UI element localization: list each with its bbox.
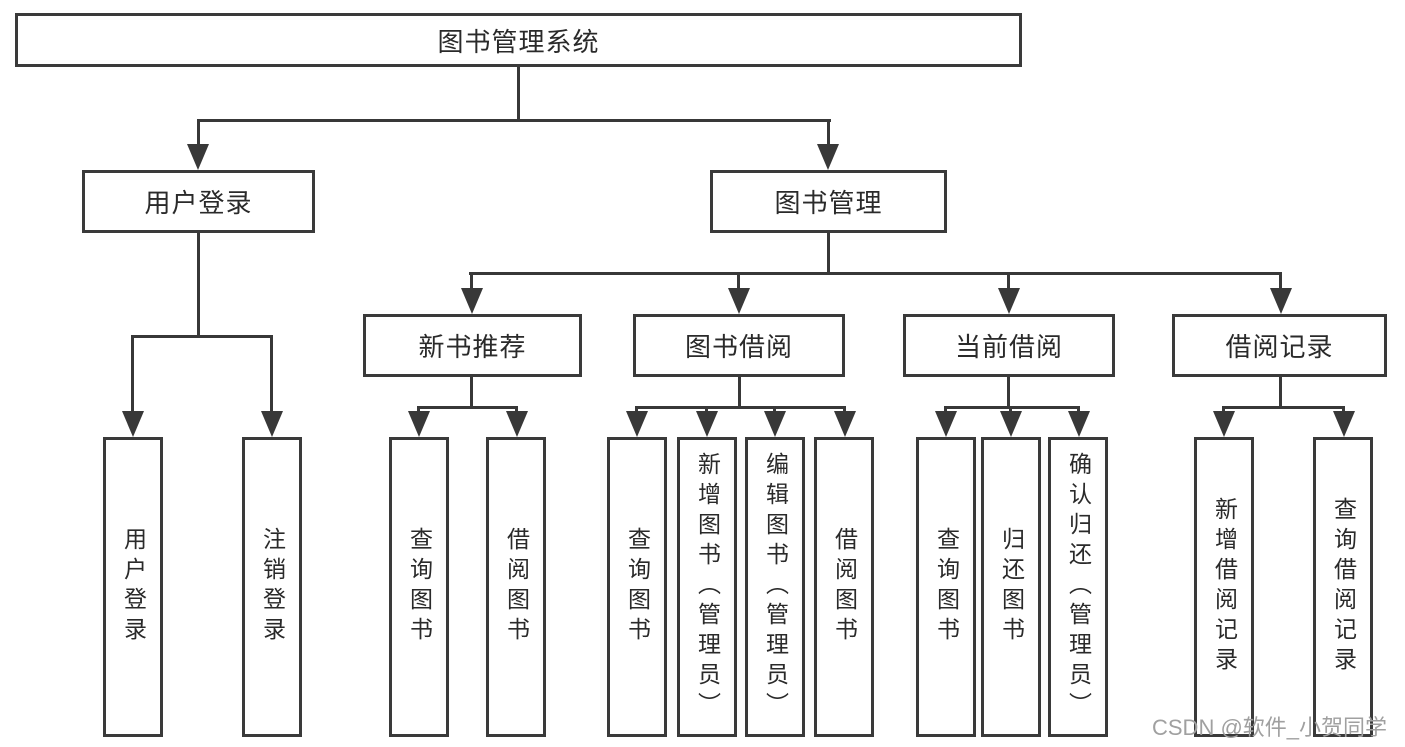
leaf-label: 确认归还（管理员） xyxy=(1065,452,1092,722)
arrow-down-icon xyxy=(187,144,209,170)
node-book-management: 图书管理 xyxy=(710,170,947,233)
arrow-down-icon xyxy=(935,411,957,437)
node-current-borrowing: 当前借阅 xyxy=(903,314,1115,377)
node-book-borrowing: 图书借阅 xyxy=(633,314,845,377)
connector-line xyxy=(1279,272,1282,292)
leaf-label: 用户登录 xyxy=(120,527,147,647)
node-new-book-recommendation: 新书推荐 xyxy=(363,314,582,377)
leaf-user-login: 用户登录 xyxy=(103,437,163,737)
leaf-label: 借阅图书 xyxy=(503,527,530,647)
node-label: 新书推荐 xyxy=(418,332,527,362)
leaf-label: 查询图书 xyxy=(933,527,960,647)
arrow-down-icon xyxy=(764,411,786,437)
leaf-borrowing-add-books-admin: 新增图书（管理员） xyxy=(677,437,737,737)
connector-line xyxy=(131,335,273,338)
arrow-down-icon xyxy=(817,144,839,170)
arrow-down-icon xyxy=(1270,288,1292,314)
arrow-down-icon xyxy=(408,411,430,437)
node-user-login: 用户登录 xyxy=(82,170,315,233)
arrow-down-icon xyxy=(506,411,528,437)
connector-line xyxy=(270,335,273,415)
arrow-down-icon xyxy=(696,411,718,437)
arrow-down-icon xyxy=(1000,411,1022,437)
connector-line xyxy=(197,119,831,122)
connector-line xyxy=(1279,377,1282,408)
connector-line xyxy=(131,335,134,415)
arrow-down-icon xyxy=(1213,411,1235,437)
arrow-down-icon xyxy=(1068,411,1090,437)
leaf-label: 归还图书 xyxy=(998,527,1025,647)
arrow-down-icon xyxy=(728,288,750,314)
csdn-watermark: CSDN @软件_小贺同学 xyxy=(1152,715,1388,740)
leaf-borrowing-edit-books-admin: 编辑图书（管理员） xyxy=(745,437,805,737)
leaf-label: 查询借阅记录 xyxy=(1330,497,1357,677)
node-label: 图书管理 xyxy=(774,188,883,218)
arrow-down-icon xyxy=(122,411,144,437)
arrow-down-icon xyxy=(261,411,283,437)
connector-line xyxy=(944,406,1080,409)
connector-line xyxy=(517,67,520,120)
connector-line xyxy=(470,377,473,408)
leaf-logout: 注销登录 xyxy=(242,437,302,737)
leaf-label: 查询图书 xyxy=(406,527,433,647)
connector-line xyxy=(737,272,740,292)
node-label: 图书管理系统 xyxy=(437,26,600,57)
connector-line xyxy=(417,406,518,409)
node-label: 用户登录 xyxy=(144,188,253,218)
connector-line xyxy=(469,272,1282,275)
leaf-borrowing-borrow-books: 借阅图书 xyxy=(814,437,874,737)
connector-line xyxy=(470,272,473,292)
arrow-down-icon xyxy=(626,411,648,437)
node-library-management-system: 图书管理系统 xyxy=(15,13,1022,67)
node-label: 借阅记录 xyxy=(1225,332,1334,362)
arrow-down-icon xyxy=(461,288,483,314)
node-label: 当前借阅 xyxy=(954,332,1063,362)
connector-line xyxy=(738,377,741,408)
connector-line xyxy=(197,119,200,149)
arrow-down-icon xyxy=(1333,411,1355,437)
leaf-label: 借阅图书 xyxy=(831,527,858,647)
leaf-label: 查询图书 xyxy=(624,527,651,647)
leaf-records-query-record: 查询借阅记录 xyxy=(1313,437,1373,737)
connector-line xyxy=(1007,272,1010,292)
leaf-records-add-record: 新增借阅记录 xyxy=(1194,437,1254,737)
leaf-label: 编辑图书（管理员） xyxy=(762,452,789,722)
connector-line xyxy=(827,233,830,275)
connector-line xyxy=(635,406,846,409)
connector-line xyxy=(1222,406,1345,409)
leaf-current-confirm-return-admin: 确认归还（管理员） xyxy=(1048,437,1108,737)
arrow-down-icon xyxy=(834,411,856,437)
leaf-label: 注销登录 xyxy=(259,527,286,647)
connector-line xyxy=(197,233,200,338)
leaf-newbook-borrow-books: 借阅图书 xyxy=(486,437,546,737)
connector-line xyxy=(1007,377,1010,408)
arrow-down-icon xyxy=(998,288,1020,314)
connector-line xyxy=(827,119,830,149)
leaf-label: 新增图书（管理员） xyxy=(694,452,721,722)
leaf-current-query-books: 查询图书 xyxy=(916,437,976,737)
leaf-current-return-books: 归还图书 xyxy=(981,437,1041,737)
leaf-newbook-query-books: 查询图书 xyxy=(389,437,449,737)
leaf-borrowing-query-books: 查询图书 xyxy=(607,437,667,737)
node-label: 图书借阅 xyxy=(684,332,793,362)
node-borrowing-records: 借阅记录 xyxy=(1172,314,1387,377)
leaf-label: 新增借阅记录 xyxy=(1211,497,1238,677)
